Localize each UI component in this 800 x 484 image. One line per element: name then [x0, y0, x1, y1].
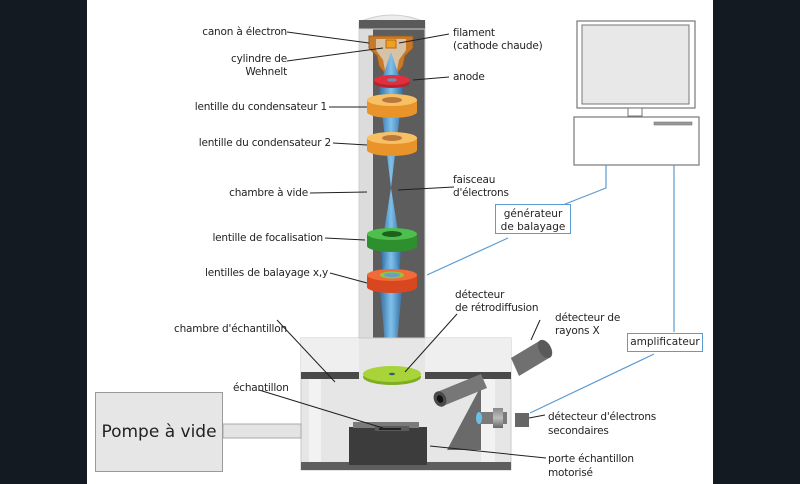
- anode-ring: [374, 75, 410, 88]
- label-wehnelt-2: Wehnelt: [245, 66, 287, 78]
- sample-icon: [379, 428, 401, 430]
- label-vacuum-chamber: chambre à vide: [229, 187, 308, 199]
- scan-generator-box: générateur de balayage: [495, 204, 571, 234]
- sem-diagram: canon à électron cylindre de Wehnelt len…: [87, 0, 713, 484]
- label-beam-2: d'électrons: [453, 187, 509, 199]
- label-anode: anode: [453, 71, 485, 83]
- label-sample-chamber: chambre d'échantillon: [174, 323, 287, 335]
- label-stage-2: motorisé: [548, 467, 593, 479]
- label-sample: échantillon: [233, 382, 289, 394]
- focus-lens: [367, 228, 417, 252]
- label-focus-lens: lentille de focalisation: [212, 232, 323, 244]
- label-se-2: secondaires: [548, 425, 609, 437]
- label-condenser-1: lentille du condensateur 1: [194, 101, 327, 113]
- label-electron-gun: canon à électron: [202, 26, 287, 38]
- label-filament-1: filament: [453, 27, 495, 39]
- label-se-1: détecteur d'électrons: [548, 411, 657, 423]
- amplifier-box: amplificateur: [627, 333, 703, 352]
- label-bse-2: de rétrodiffusion: [455, 302, 539, 314]
- label-stage-1: porte échantillon: [548, 453, 634, 465]
- label-condenser-2: lentille du condensateur 2: [198, 137, 331, 149]
- label-xray-1: détecteur de: [555, 312, 621, 324]
- scan-generator-line-1: générateur: [503, 208, 563, 220]
- motorized-stage: [349, 422, 427, 465]
- label-beam-1: faisceau: [453, 174, 496, 186]
- vacuum-pump-label: Pompe à vide: [101, 422, 217, 442]
- pump-pipe: [222, 423, 302, 439]
- label-xray-2: rayons X: [555, 325, 600, 337]
- amplifier-label: amplificateur: [630, 336, 700, 348]
- scan-lens: [367, 269, 417, 293]
- label-wehnelt-1: cylindre de: [231, 53, 287, 65]
- xray-detector: [433, 339, 553, 407]
- label-scan-lens: lentilles de balayage x,y: [205, 267, 328, 279]
- scan-generator-line-2: de balayage: [500, 221, 566, 233]
- vacuum-pump-box: Pompe à vide: [95, 392, 223, 472]
- sample-chamber: [300, 337, 512, 471]
- label-bse-1: détecteur: [455, 289, 505, 301]
- signal-lines: [426, 165, 675, 414]
- leader-lines: [258, 31, 547, 459]
- condenser-lens-2: [367, 132, 417, 156]
- se-detector: [476, 408, 529, 428]
- filament-icon: [385, 39, 397, 49]
- label-filament-2: (cathode chaude): [453, 40, 543, 52]
- bse-detector: [363, 366, 421, 385]
- computer-icon: [573, 20, 700, 166]
- diagram-graphics: [222, 14, 700, 471]
- condenser-lens-1: [367, 94, 417, 118]
